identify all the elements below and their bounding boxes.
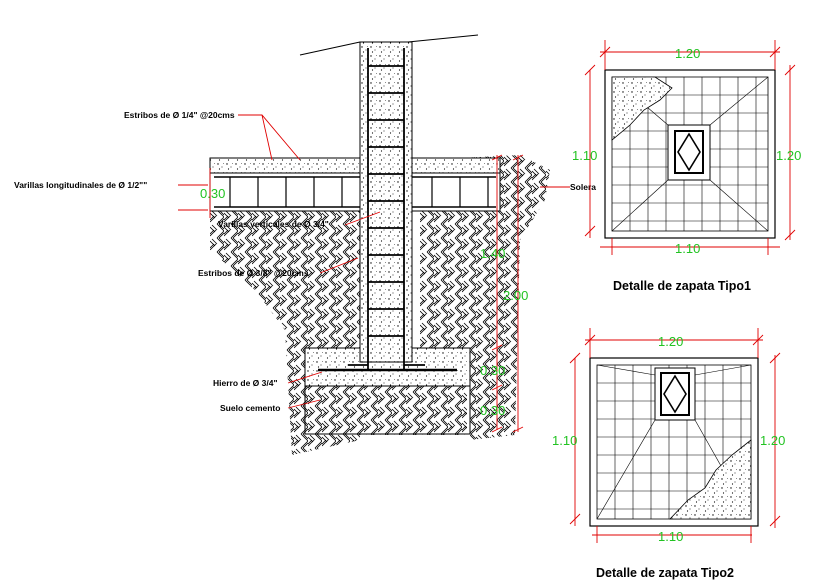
- ground-line: [299, 34, 479, 56]
- zapata-tipo1-plan: [604, 69, 776, 239]
- leader-lines: [178, 114, 570, 409]
- label-varillas-longitudinales: Varillas longitudinales de Ø 1/2"": [14, 180, 147, 190]
- solera-beam: [209, 172, 501, 212]
- column-stirrups: [368, 65, 404, 337]
- dimension-lines: [209, 154, 524, 433]
- tipo2-top-dim: 1.20: [658, 334, 683, 349]
- tipo2-right-dim: 1.20: [760, 433, 785, 448]
- label-hierro: Hierro de Ø 3/4": [213, 378, 278, 388]
- dim-soil-0-30: 0.30: [480, 403, 505, 418]
- tipo1-right-dim: 1.20: [776, 148, 801, 163]
- floor-slab: [209, 157, 501, 174]
- label-varillas-verticales: Varillas verticales de Ø 3/4": [218, 219, 329, 229]
- tipo1-top-dim: 1.20: [675, 46, 700, 61]
- tipo1-dimension-lines: [584, 40, 796, 255]
- tipo2-dimension-lines: [569, 328, 781, 543]
- label-suelo-cemento: Suelo cemento: [220, 403, 280, 413]
- tipo1-bottom-dim: 1.10: [675, 241, 700, 256]
- tipo2-bottom-dim: 1.10: [658, 529, 683, 544]
- dim-2-00: 2.00: [503, 288, 528, 303]
- tipo2-title: Detalle de zapata Tipo2: [596, 566, 734, 580]
- tipo1-left-dim: 1.10: [572, 148, 597, 163]
- label-estribos-quarter: Estribos de Ø 1/4" @20cms: [124, 110, 235, 120]
- label-solera: Solera: [570, 182, 596, 192]
- zapata-tipo2-plan: [589, 357, 759, 527]
- dim-solera-height: 0.30: [200, 186, 225, 201]
- dim-1-40: 1.40: [480, 246, 505, 261]
- suelo-cemento-layer: [304, 385, 471, 435]
- tipo2-left-dim: 1.10: [552, 433, 577, 448]
- tipo1-title: Detalle de zapata Tipo1: [613, 279, 751, 293]
- label-estribos-three-eighths: Estribos de Ø 3/8" @20cms: [198, 268, 309, 278]
- dim-slab-0-30: 0.30: [480, 363, 505, 378]
